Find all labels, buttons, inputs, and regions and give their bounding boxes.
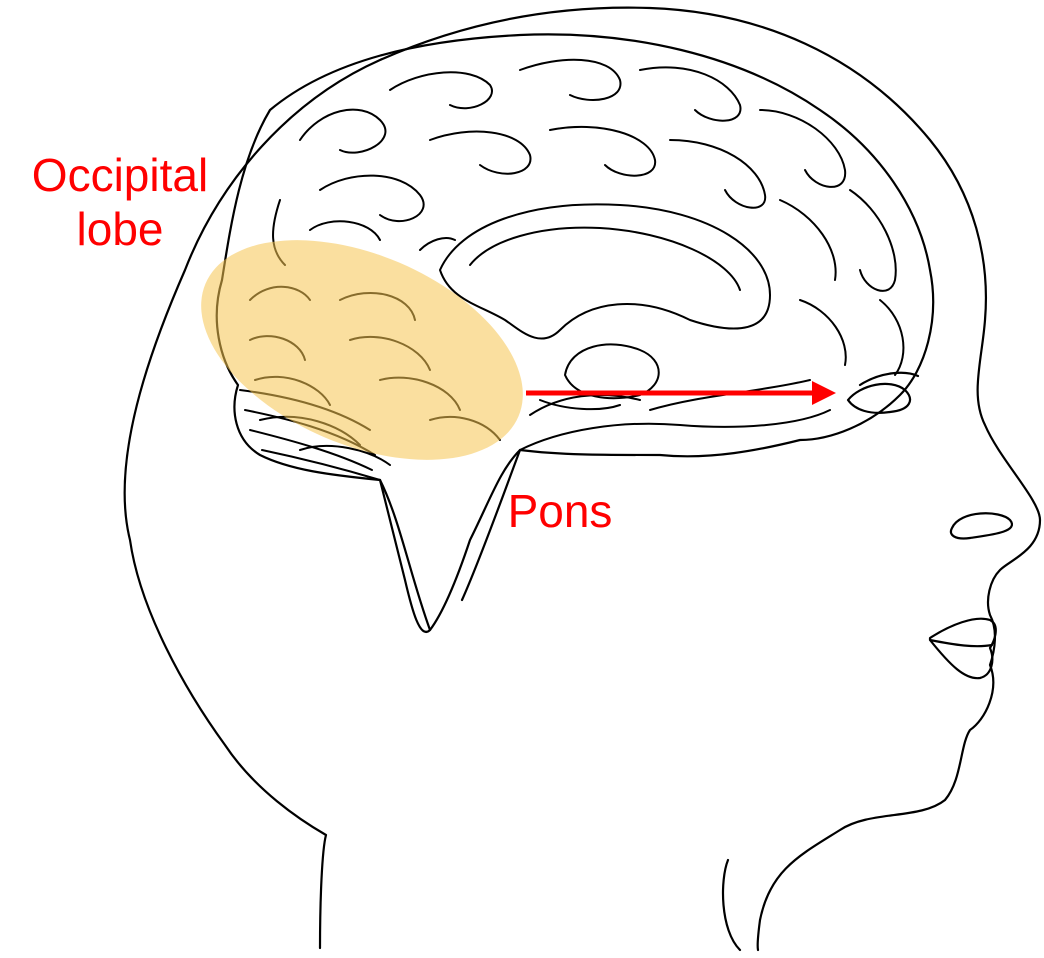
thalamus xyxy=(565,344,659,398)
corpus-callosum xyxy=(440,204,770,338)
pons-label: Pons xyxy=(485,484,635,538)
eye-shape xyxy=(848,373,918,413)
nostril-shape xyxy=(951,513,1012,538)
lips-shape xyxy=(930,619,996,678)
brainstem-shape xyxy=(380,450,520,630)
head-outline xyxy=(125,8,1040,950)
occipital-lobe-label-line1: Occipital xyxy=(0,148,240,202)
occipital-lobe-label: Occipital lobe xyxy=(0,148,240,256)
occipital-lobe-label-line2: lobe xyxy=(0,202,240,256)
visual-pathway-arrowhead xyxy=(812,381,836,405)
